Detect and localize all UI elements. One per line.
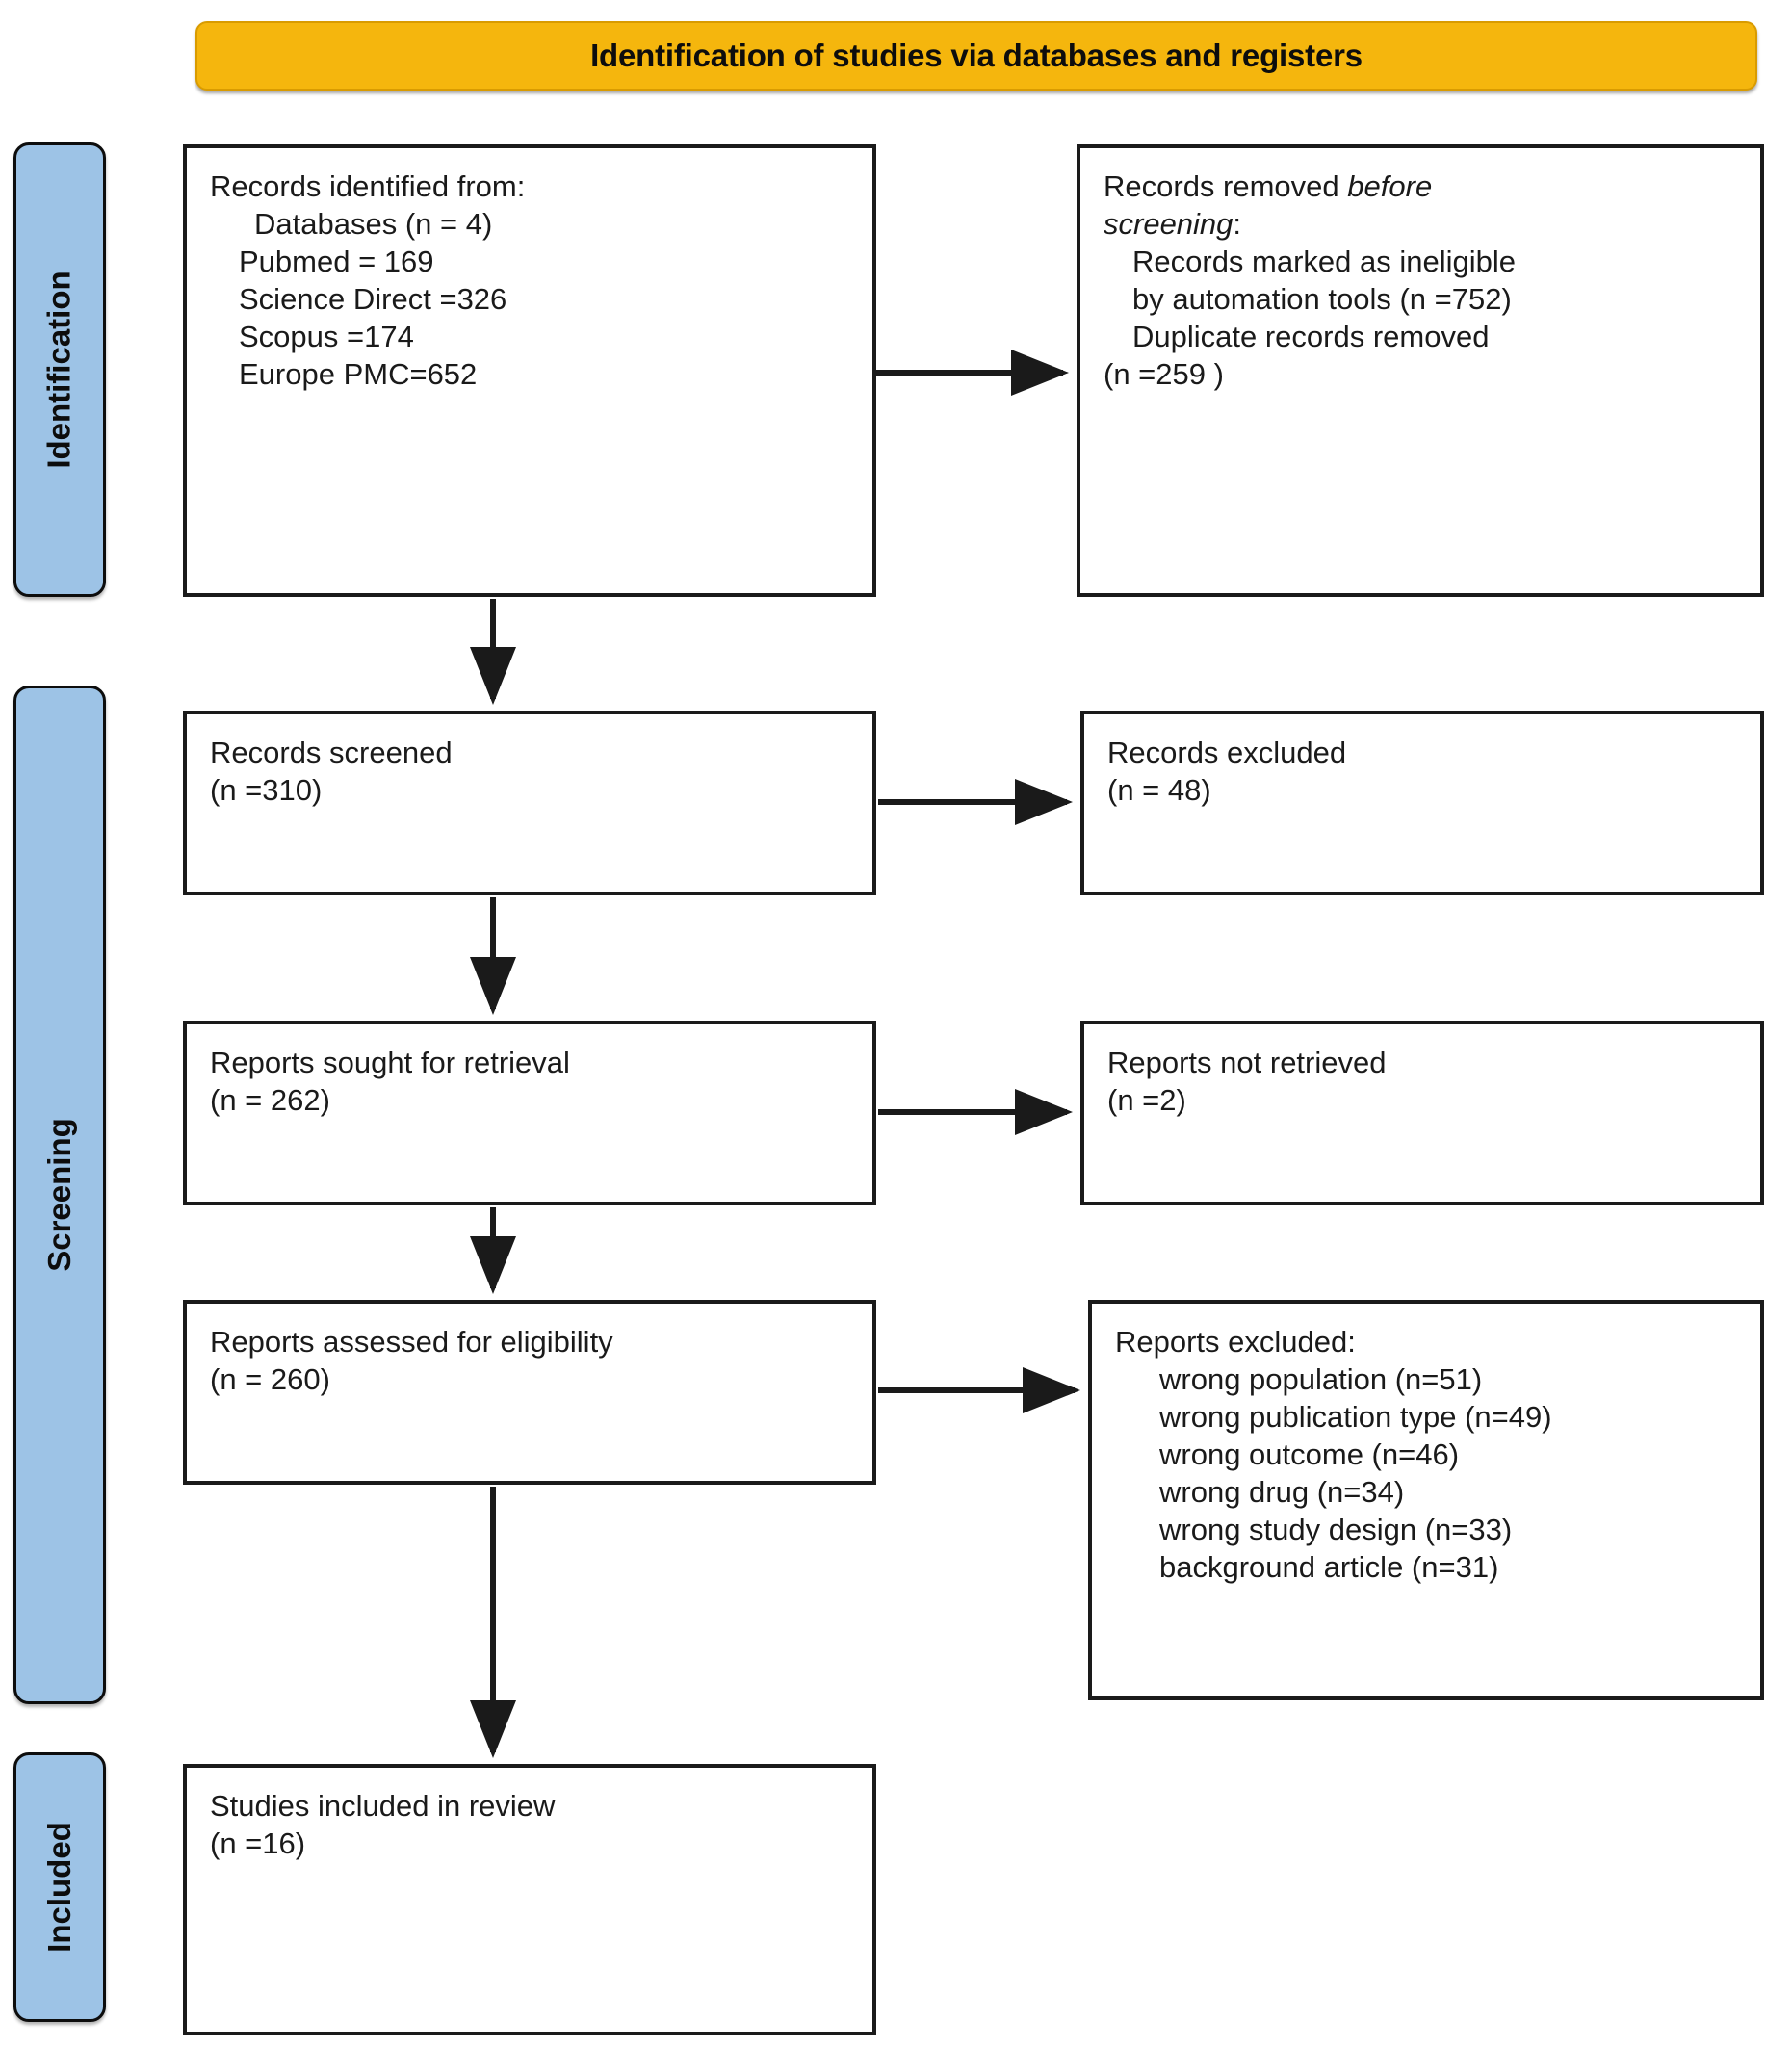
- reports-sought-label: Reports sought for retrieval: [210, 1046, 570, 1079]
- box-records-identified: Records identified from: Databases (n = …: [183, 144, 876, 597]
- records-removed-heading-italic-before: before: [1347, 169, 1433, 203]
- box-reports-excluded-reasons: Reports excluded: wrong population (n=51…: [1088, 1300, 1764, 1700]
- records-removed-heading-line2: screening:: [1104, 205, 1737, 243]
- records-identified-line-science-direct: Science Direct =326: [239, 282, 507, 317]
- box-records-screened: Records screened (n =310): [183, 711, 876, 895]
- reports-not-retrieved-label: Reports not retrieved: [1107, 1046, 1387, 1079]
- box-studies-included-in-review: Studies included in review (n =16): [183, 1764, 876, 2035]
- reports-excluded-reason-wrong-drug: wrong drug (n=34): [1159, 1475, 1405, 1510]
- records-excluded-count: (n = 48): [1107, 773, 1211, 808]
- records-screened-count: (n =310): [210, 773, 323, 808]
- box-reports-sought-for-retrieval: Reports sought for retrieval (n = 262): [183, 1021, 876, 1205]
- box-records-removed-before-screening: Records removed before screening: Record…: [1077, 144, 1764, 597]
- reports-not-retrieved-count: (n =2): [1107, 1083, 1186, 1118]
- reports-excluded-reason-wrong-population: wrong population (n=51): [1159, 1362, 1483, 1397]
- records-removed-line-duplicates-1: Duplicate records removed: [1132, 320, 1490, 354]
- stage-label-included: Included: [13, 1752, 106, 2022]
- box-reports-assessed-for-eligibility: Reports assessed for eligibility (n = 26…: [183, 1300, 876, 1485]
- box-reports-not-retrieved: Reports not retrieved (n =2): [1080, 1021, 1764, 1205]
- records-identified-heading: Records identified from:: [210, 169, 526, 203]
- reports-excluded-heading: Reports excluded:: [1115, 1325, 1356, 1359]
- records-identified-line-scopus: Scopus =174: [239, 320, 414, 354]
- records-removed-heading-prefix: Records removed: [1104, 169, 1348, 203]
- reports-assessed-label: Reports assessed for eligibility: [210, 1325, 613, 1359]
- diagram-title: Identification of studies via databases …: [590, 38, 1363, 73]
- records-removed-line-ineligible-2: by automation tools (n =752): [1132, 282, 1512, 317]
- records-identified-line-europe-pmc: Europe PMC=652: [239, 357, 478, 392]
- studies-included-label: Studies included in review: [210, 1789, 556, 1823]
- stage-label-identification-text: Identification: [41, 271, 77, 469]
- studies-included-count: (n =16): [210, 1826, 306, 1861]
- records-removed-heading-suffix: :: [1233, 207, 1242, 242]
- records-removed-heading-italic-screening: screening: [1104, 207, 1234, 242]
- records-removed-line-ineligible-1: Records marked as ineligible: [1132, 245, 1517, 279]
- records-identified-line-pubmed: Pubmed = 169: [239, 245, 434, 279]
- stage-label-included-text: Included: [41, 1822, 77, 1953]
- box-records-excluded: Records excluded (n = 48): [1080, 711, 1764, 895]
- reports-assessed-count: (n = 260): [210, 1362, 330, 1397]
- records-removed-heading-line1: Records removed before: [1104, 168, 1737, 205]
- reports-excluded-reason-wrong-study-design: wrong study design (n=33): [1159, 1513, 1513, 1547]
- reports-excluded-reason-wrong-outcome: wrong outcome (n=46): [1159, 1437, 1460, 1472]
- records-identified-line-databases: Databases (n = 4): [254, 207, 493, 242]
- records-removed-line-duplicates-2: (n =259 ): [1104, 357, 1224, 392]
- reports-sought-count: (n = 262): [210, 1083, 330, 1118]
- stage-label-screening: Screening: [13, 686, 106, 1704]
- reports-excluded-reason-wrong-publication-type: wrong publication type (n=49): [1159, 1400, 1552, 1435]
- records-screened-label: Records screened: [210, 736, 453, 769]
- diagram-title-banner: Identification of studies via databases …: [195, 21, 1757, 91]
- reports-excluded-reason-background-article: background article (n=31): [1159, 1550, 1499, 1585]
- records-excluded-label: Records excluded: [1107, 736, 1347, 769]
- stage-label-screening-text: Screening: [41, 1118, 77, 1272]
- stage-label-identification: Identification: [13, 142, 106, 597]
